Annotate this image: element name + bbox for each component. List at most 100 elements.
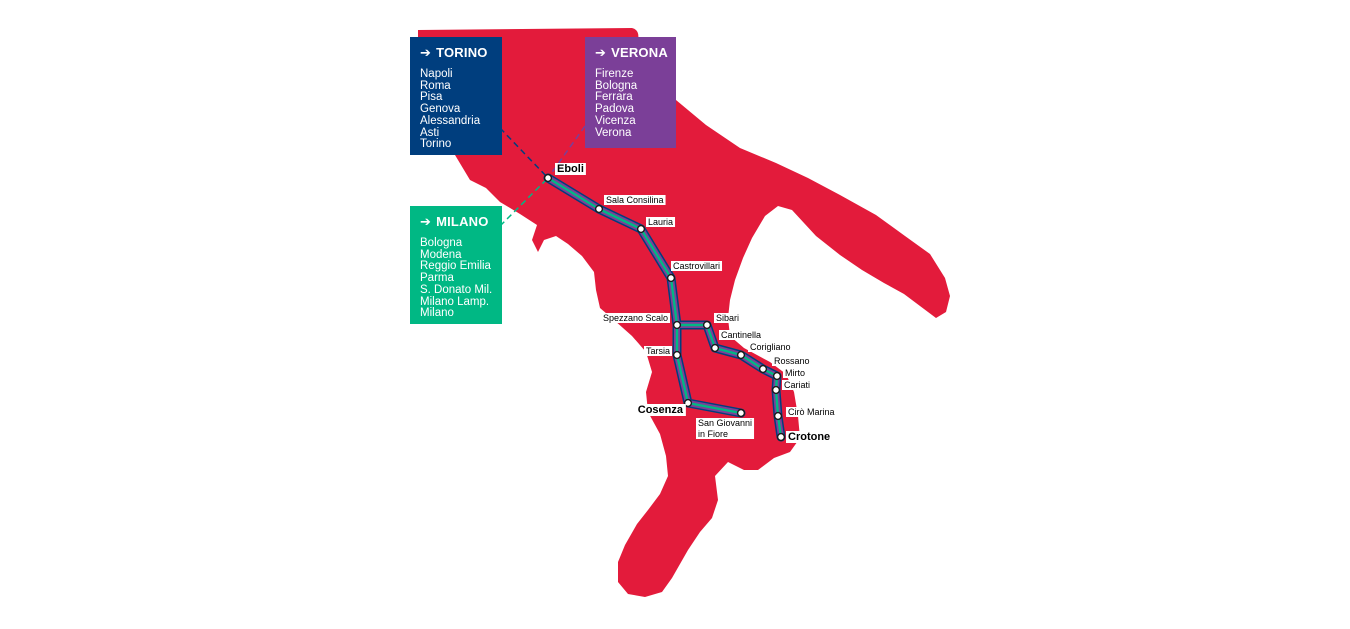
route-leader-lines bbox=[499, 125, 586, 227]
station-name: Cantinella bbox=[721, 330, 761, 340]
station-name: Sibari bbox=[716, 313, 739, 323]
route-box-torino: ➔ TORINO Napoli Roma Pisa Genova Alessan… bbox=[410, 37, 502, 155]
station-label: Spezzano Scalo bbox=[600, 313, 670, 323]
route-box-verona: ➔ VERONA Firenze Bologna Ferrara Padova … bbox=[585, 37, 676, 148]
stop-item: Torino bbox=[420, 138, 452, 151]
station-label: Sala Consilina bbox=[604, 195, 666, 205]
station-label: Cariati bbox=[782, 380, 813, 390]
stop-item: Milano Lamp. bbox=[420, 295, 490, 308]
station-eboli: Eboli bbox=[543, 163, 586, 183]
stop-list: Napoli Roma Pisa Genova Alessandria Asti… bbox=[420, 68, 492, 151]
label-background bbox=[786, 407, 837, 417]
peninsula-shape bbox=[418, 28, 950, 597]
station-label: Lauria bbox=[646, 217, 676, 227]
station-name: Sala Consilina bbox=[606, 195, 664, 205]
station-name: Lauria bbox=[648, 217, 673, 227]
stop-item: Roma bbox=[420, 79, 451, 92]
station-corigliano: Corigliano bbox=[736, 342, 793, 360]
station-cariati: Cariati bbox=[771, 380, 813, 395]
label-background bbox=[604, 195, 666, 205]
station-label: Corigliano bbox=[748, 342, 793, 352]
station-name: Spezzano Scalo bbox=[603, 313, 668, 323]
stop-item: Bologna bbox=[420, 237, 463, 249]
station-label: Tarsia bbox=[643, 346, 672, 356]
station-sibari: Sibari bbox=[702, 313, 742, 330]
station-dot bbox=[736, 350, 746, 360]
station-dot bbox=[771, 385, 781, 395]
station-dot bbox=[594, 204, 604, 214]
stop-item: Ferrara bbox=[595, 91, 633, 104]
route-title-milano: ➔ MILANO bbox=[420, 214, 492, 229]
stop-item: S. Donato Mil. bbox=[420, 283, 493, 296]
station-label: Mirto bbox=[783, 368, 807, 378]
station-castrovillari: Castrovillari bbox=[666, 261, 723, 283]
station-label: Rossano bbox=[772, 356, 812, 366]
label-background bbox=[643, 346, 672, 356]
station-dot bbox=[772, 371, 782, 381]
label-background bbox=[786, 431, 833, 443]
station-spezzano: Spezzano Scalo bbox=[600, 313, 682, 330]
route-destination: MILANO bbox=[436, 214, 489, 229]
leader-line-torino bbox=[499, 127, 549, 179]
stop-item: Alessandria bbox=[420, 114, 481, 127]
station-name: Corigliano bbox=[750, 342, 791, 352]
station-name: in Fiore bbox=[698, 429, 728, 439]
station-name: Cirò Marina bbox=[788, 407, 835, 417]
station-dot bbox=[666, 273, 676, 283]
station-name: Crotone bbox=[788, 431, 830, 443]
leader-line-milano bbox=[499, 177, 549, 227]
station-dot bbox=[672, 350, 682, 360]
station-crotone: Crotone bbox=[776, 431, 833, 443]
label-background bbox=[783, 368, 807, 378]
route-destination: VERONA bbox=[611, 45, 668, 60]
station-name: Tarsia bbox=[646, 346, 670, 356]
station-tarsia: Tarsia bbox=[643, 346, 682, 360]
station-cosenza: Cosenza bbox=[635, 398, 693, 416]
station-label: Castrovillari bbox=[671, 261, 723, 271]
southern-italy-landmass bbox=[418, 28, 950, 597]
stop-item: Milano bbox=[420, 307, 454, 320]
station-name: Castrovillari bbox=[673, 261, 720, 271]
label-background bbox=[719, 330, 764, 340]
route-destination: TORINO bbox=[436, 45, 488, 60]
station-dot bbox=[702, 320, 712, 330]
station-label: Cirò Marina bbox=[786, 407, 837, 417]
station-sala: Sala Consilina bbox=[594, 195, 666, 214]
label-background bbox=[555, 163, 586, 175]
label-background bbox=[696, 418, 755, 439]
station-dot bbox=[543, 173, 553, 183]
station-name: Rossano bbox=[774, 356, 810, 366]
station-dot bbox=[710, 343, 720, 353]
station-dot bbox=[636, 224, 646, 234]
stop-item: Genova bbox=[420, 103, 461, 116]
label-background bbox=[635, 404, 686, 416]
label-background bbox=[772, 356, 812, 366]
stop-item: Modena bbox=[420, 248, 462, 261]
stop-item: Parma bbox=[420, 272, 454, 285]
station-name: Mirto bbox=[785, 368, 805, 378]
station-label: Cantinella bbox=[719, 330, 764, 340]
station-dot bbox=[672, 320, 682, 330]
stop-item: Napoli bbox=[420, 68, 453, 80]
stop-item: Bologna bbox=[595, 79, 638, 92]
stop-item: Asti bbox=[420, 126, 440, 139]
stop-list: Firenze Bologna Ferrara Padova Vicenza V… bbox=[595, 68, 666, 139]
label-background bbox=[646, 217, 676, 227]
station-mirto: Mirto bbox=[772, 368, 807, 381]
stop-item: Firenze bbox=[595, 68, 634, 80]
station-dot bbox=[776, 432, 786, 442]
label-background bbox=[600, 313, 670, 323]
station-label: Sibari bbox=[714, 313, 742, 323]
station-dot bbox=[758, 364, 768, 374]
arrow-right-icon: ➔ bbox=[420, 45, 432, 60]
station-ciro: Cirò Marina bbox=[773, 407, 837, 421]
leader-line-verona bbox=[547, 125, 586, 179]
stop-item: Padova bbox=[595, 103, 635, 116]
station-rossano: Rossano bbox=[758, 356, 812, 374]
station-name: Cariati bbox=[784, 380, 810, 390]
